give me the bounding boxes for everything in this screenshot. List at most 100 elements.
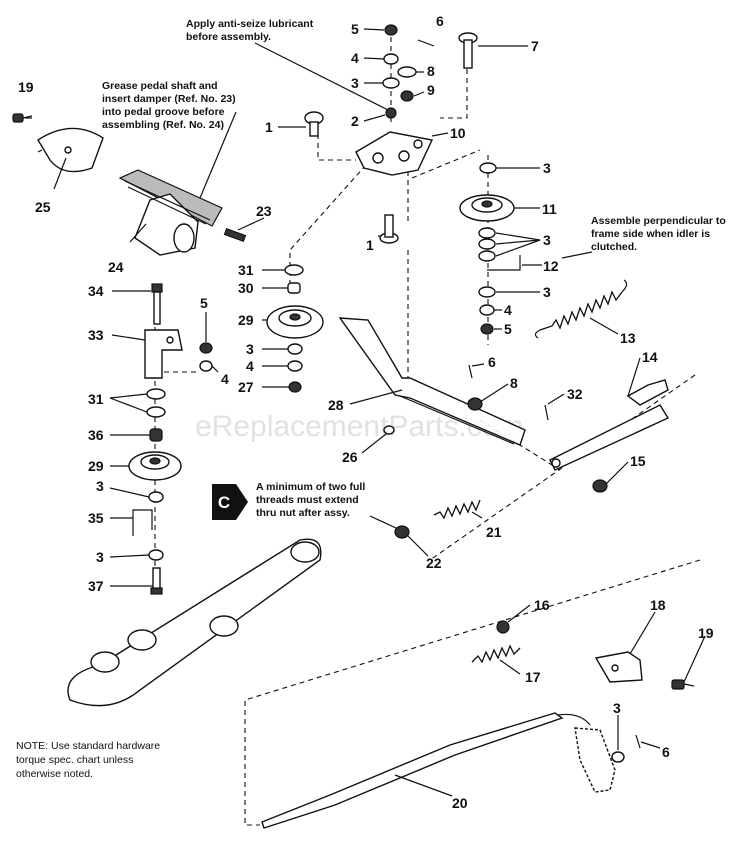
label-3: 3 [246, 341, 254, 357]
svg-text:Assemble perpendicular to: Assemble perpendicular to [591, 215, 726, 227]
lockwasher-4-l [199, 360, 213, 372]
washer-31-c [146, 406, 166, 418]
nut-27 [288, 381, 302, 393]
bolt-37 [150, 567, 163, 595]
label-28: 28 [328, 397, 344, 413]
svg-text:clutched.: clutched. [591, 241, 637, 253]
washer-3-r4 [478, 250, 496, 262]
note-hardware: NOTE: Use standard hardware torque spec.… [16, 740, 160, 780]
label-15: 15 [630, 453, 646, 469]
svg-text:assembling (Ref. No. 24): assembling (Ref. No. 24) [102, 119, 224, 131]
screw-19-top [12, 113, 33, 123]
label-35: 35 [88, 510, 104, 526]
spacer-36 [149, 428, 163, 442]
label-14: 14 [642, 349, 658, 365]
label-17: 17 [525, 669, 541, 685]
part-drawings: C [12, 24, 695, 829]
label-19: 19 [698, 625, 714, 641]
lockwasher-4-r [479, 304, 495, 316]
pin-6-mid [468, 364, 473, 379]
part-labels: 19 25 24 23 1 2 5 4 3 6 7 8 9 10 1 3 11 … [18, 13, 714, 811]
pin-6-top [417, 39, 435, 47]
label-5: 5 [351, 21, 359, 37]
label-20: 20 [452, 795, 468, 811]
washer-3-bottom [611, 751, 625, 763]
label-6: 6 [662, 744, 670, 760]
drive-belt [67, 538, 322, 707]
nut-9 [400, 90, 414, 102]
bracket-33 [144, 329, 183, 379]
label-23: 23 [256, 203, 272, 219]
label-22: 22 [426, 555, 442, 571]
nut-5-top [384, 24, 398, 36]
bushing-26 [383, 425, 395, 435]
pedal-cover-25 [37, 127, 104, 173]
label-29: 29 [238, 312, 254, 328]
label-37: 37 [88, 578, 104, 594]
washer-3-r3 [478, 238, 496, 250]
washer-31-a [284, 264, 304, 276]
label-3: 3 [543, 232, 551, 248]
label-10: 10 [450, 125, 466, 141]
label-13: 13 [620, 330, 636, 346]
label-11: 11 [542, 201, 557, 217]
label-3: 3 [543, 284, 551, 300]
label-3: 3 [543, 160, 551, 176]
idler-pulley-11 [459, 194, 515, 222]
callout-marker: C [212, 484, 248, 520]
label-21: 21 [486, 524, 502, 540]
label-8: 8 [510, 375, 518, 391]
damper-23 [223, 227, 247, 243]
pulley-29-b [128, 451, 182, 481]
nut-22 [394, 525, 410, 539]
svg-text:before assembly.: before assembly. [186, 31, 271, 43]
bolt-7 [458, 32, 478, 69]
spring-17 [471, 644, 521, 664]
rod-14 [549, 379, 670, 471]
label-5: 5 [504, 321, 512, 337]
label-3: 3 [96, 549, 104, 565]
bracket-35 [132, 509, 153, 536]
note-perpendicular: Assemble perpendicular to frame side whe… [591, 215, 726, 253]
label-30: 30 [238, 280, 254, 296]
svg-text:insert damper (Ref. No. 23): insert damper (Ref. No. 23) [102, 93, 236, 105]
spring-13 [534, 279, 628, 339]
label-4: 4 [351, 50, 359, 66]
label-12: 12 [543, 258, 559, 274]
lockwasher-4-top [383, 53, 399, 65]
label-4: 4 [504, 302, 512, 318]
svg-text:frame side when idler is: frame side when idler is [591, 228, 710, 240]
label-31: 31 [238, 262, 254, 278]
nut-15 [592, 479, 608, 493]
nut-5-r [480, 323, 494, 335]
pin-32 [544, 404, 549, 421]
label-4: 4 [221, 371, 229, 387]
pin-6-bottom [635, 734, 641, 749]
washer-3-r1 [479, 162, 497, 174]
screw-19-bottom [671, 679, 695, 690]
callout-marker-text: C [218, 493, 230, 512]
label-31: 31 [88, 391, 104, 407]
label-27: 27 [238, 379, 254, 395]
washer-3-m [287, 343, 303, 355]
svg-text:into pedal groove before: into pedal groove before [102, 106, 225, 118]
note-antiseize: Apply anti-seize lubricant before assemb… [186, 18, 314, 43]
svg-text:Apply anti-seize lubricant: Apply anti-seize lubricant [186, 18, 314, 30]
label-1: 1 [366, 237, 374, 253]
svg-text:threads must extend: threads must extend [256, 494, 359, 506]
idler-arm-12 [487, 255, 521, 271]
label-26: 26 [342, 449, 358, 465]
washer-3-r5 [478, 286, 496, 298]
washer-3-l1 [148, 491, 164, 503]
pulley-29-a [266, 305, 324, 339]
washer-3-r2 [478, 227, 496, 239]
bracket-10 [355, 131, 434, 176]
label-4: 4 [246, 358, 254, 374]
washer-8-top [397, 66, 417, 78]
svg-text:torque spec. chart unless: torque spec. chart unless [16, 754, 133, 766]
svg-text:A minimum of two full: A minimum of two full [256, 481, 365, 493]
svg-text:thru nut after assy.: thru nut after assy. [256, 507, 350, 519]
label-16: 16 [534, 597, 550, 613]
leader-lines [25, 28, 706, 797]
idler-arm-28 [338, 317, 526, 446]
